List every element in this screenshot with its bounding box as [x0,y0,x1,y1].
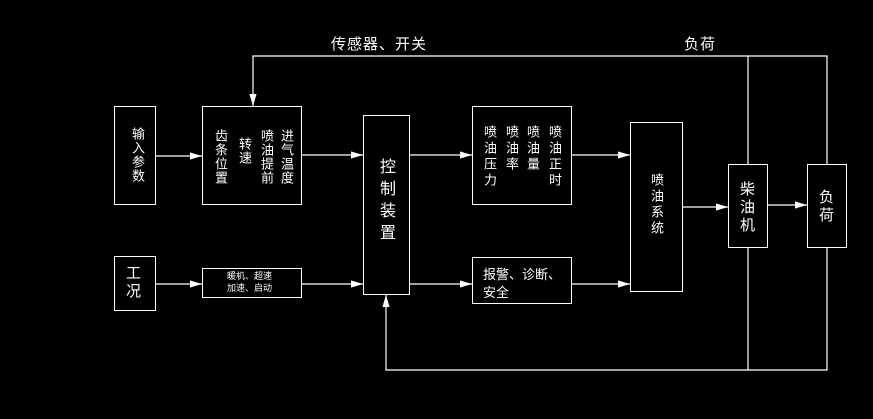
diesel-engine-box: 柴油机 [728,164,768,248]
load-box-label: 负荷 [817,189,835,225]
conditions-box: 工况 [114,256,156,311]
load-box: 负荷 [807,164,847,248]
param-injection-advance: 喷油提前 [258,129,273,185]
conditions-label: 工况 [124,265,142,301]
controller-label: 控制装置 [377,158,396,246]
output-injection-quantity: 喷油量 [524,125,539,173]
output-injection-pressure: 喷油压力 [481,125,496,189]
output-injection-rate: 喷油率 [503,125,518,173]
injection-output-box: 喷油正时 喷油量 喷油率 喷油压力 [472,106,572,205]
condition-modes-box: 暖机、超速 加速、启动 [202,268,302,298]
alarm-line1: 报警、诊断、 [483,268,562,283]
input-params-box: 输入参数 [114,106,156,205]
param-rack-position: 齿条位置 [212,129,227,185]
input-params-label: 输入参数 [129,127,144,183]
diesel-engine-label: 柴油机 [738,181,756,235]
sensors-switches-label: 传感器、开关 [331,35,428,53]
output-injection-timing: 喷油正时 [546,125,561,189]
condition-modes-line2: 加速、启动 [227,284,273,294]
load-top-label: 负荷 [684,35,717,53]
param-intake-temp: 进气温度 [278,129,293,185]
alarm-box: 报警、诊断、 安全 [472,257,572,304]
injection-system-box: 喷油系统 [630,122,683,292]
condition-modes-line1: 暖机、超速 [227,272,273,282]
param-speed: 转速 [236,137,251,165]
alarm-line2: 安全 [483,286,510,301]
sensor-params-box: 进气温度 喷油提前 转速 齿条位置 [202,106,302,205]
injection-system-label: 喷油系统 [648,173,663,237]
controller-box: 控制装置 [363,115,410,295]
